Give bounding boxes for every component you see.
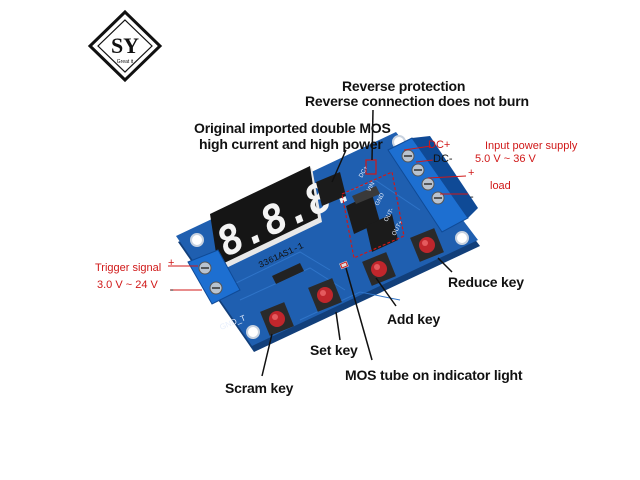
dc-minus-label: DC- bbox=[433, 153, 453, 165]
load-plus-label: + bbox=[468, 167, 475, 179]
trigger-signal-label: Trigger signal bbox=[95, 262, 162, 274]
mos-line2-label: high current and high power bbox=[199, 136, 383, 152]
mos-indicator-led bbox=[339, 260, 349, 270]
logo-letters: SY bbox=[111, 33, 139, 58]
input-power-label: Input power supply bbox=[485, 140, 578, 152]
scram-key-label: Scram key bbox=[225, 380, 294, 396]
relay-module-board: 8.8.8. 3361AS1-1 OUT+ OUT- GND VIN DC+ G… bbox=[176, 132, 480, 352]
reverse-protection-label: Reverse protection bbox=[342, 78, 466, 94]
load-minus-label: - bbox=[470, 191, 474, 203]
load-label: load bbox=[490, 180, 511, 192]
screw-terminal-icon bbox=[187, 249, 241, 305]
sy-logo-icon: SY Great it bbox=[87, 9, 163, 83]
trigger-voltage-label: 3.0 V ~ 24 V bbox=[97, 279, 158, 291]
silk-label-3: GND bbox=[374, 192, 386, 207]
silk-label-4: VIN bbox=[366, 181, 376, 193]
set-key-label: Set key bbox=[310, 342, 358, 358]
set-button[interactable] bbox=[308, 278, 342, 312]
reduce-key-label: Reduce key bbox=[448, 274, 524, 290]
silk-label-5: DC+ bbox=[358, 165, 369, 179]
trigger-plus-label: + bbox=[168, 257, 175, 269]
trigger-minus-label: - bbox=[170, 284, 174, 296]
reduce-button[interactable] bbox=[410, 228, 444, 262]
mos-line1-label: Original imported double MOS bbox=[194, 120, 391, 136]
mos-indicator-label: MOS tube on indicator light bbox=[345, 367, 523, 383]
leader-lines bbox=[261, 109, 453, 377]
add-key-label: Add key bbox=[387, 311, 441, 327]
add-button[interactable] bbox=[362, 252, 396, 286]
red-leader-lines bbox=[168, 145, 468, 291]
scram-button[interactable] bbox=[260, 302, 294, 336]
logo-tagline: Great it bbox=[117, 59, 134, 65]
input-voltage-label: 5.0 V ~ 36 V bbox=[475, 153, 536, 165]
dc-plus-label: DC+ bbox=[428, 139, 451, 151]
reverse-connection-label: Reverse connection does not burn bbox=[305, 93, 529, 109]
